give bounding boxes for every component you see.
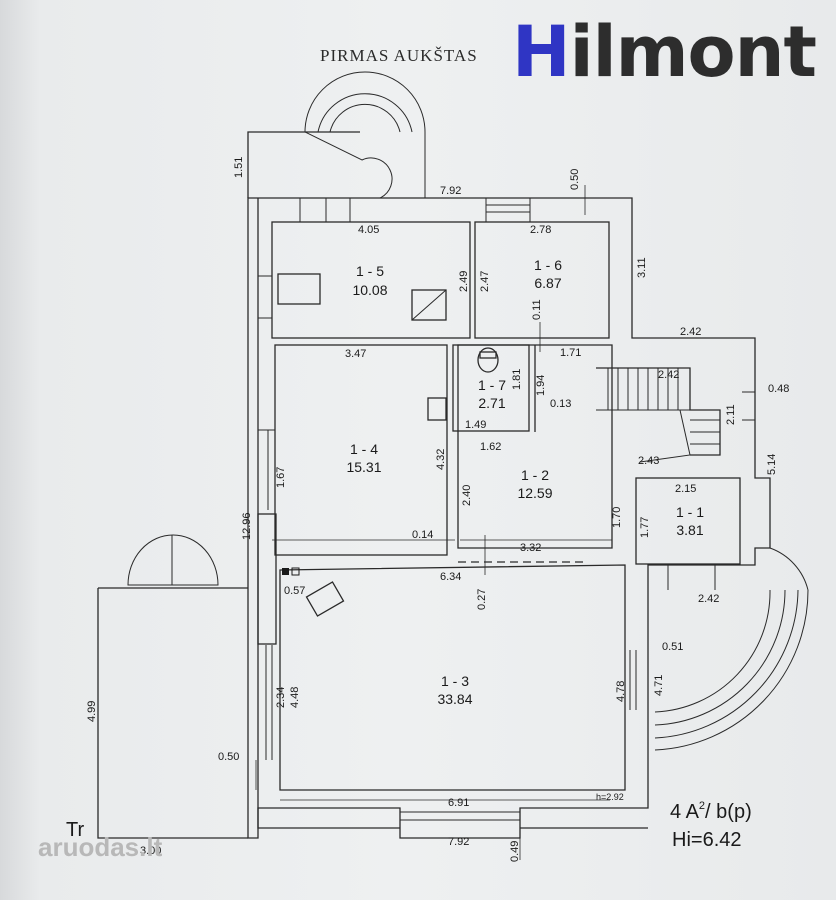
dimension: 4.71: [653, 675, 665, 696]
room-1-3-outline: [279, 564, 626, 791]
room-area: 10.08: [352, 282, 387, 298]
dimension: 0.14: [412, 529, 433, 541]
dimension: 2.49: [458, 271, 470, 292]
room-label: 1 - 7: [478, 377, 506, 393]
dimension: 5.14: [766, 454, 778, 475]
room-1-5-outline: [271, 221, 471, 339]
legend-line-2: Hi=6.42: [672, 829, 742, 851]
dimension: 3.11: [636, 257, 648, 278]
dimension: 2.42: [698, 593, 719, 605]
floor-title: PIRMAS AUKŠTAS: [320, 46, 478, 65]
dimension: 0.13: [550, 398, 571, 410]
dimension: 2.47: [479, 271, 491, 292]
room-area: 15.31: [346, 459, 381, 475]
dimension: 3.00: [140, 845, 161, 857]
dimension: 2.43: [638, 455, 659, 467]
outer-wall: [247, 197, 771, 839]
dimension: 6.91: [448, 797, 469, 809]
room-label: 1 - 2: [521, 467, 549, 483]
dimension: 2.78: [530, 224, 551, 236]
room-label: 1 - 5: [356, 263, 384, 279]
dimension: 7.92: [440, 185, 461, 197]
dimension: 1.67: [275, 467, 287, 488]
dimension: 4.32: [435, 449, 447, 470]
dimension: 0.50: [569, 169, 581, 190]
dimension: 1.71: [560, 347, 581, 359]
room-area: 33.84: [437, 691, 472, 707]
dimension: 2.42: [680, 326, 701, 338]
dimension: 1.49: [465, 419, 486, 431]
dimension: 1.94: [535, 375, 547, 396]
dimension: 1.81: [511, 369, 523, 390]
dimension: 2.11: [725, 404, 737, 425]
dimension: 0.51: [662, 641, 683, 653]
dimension: h=2.92: [596, 792, 624, 802]
dimension: 0.27: [476, 589, 488, 610]
dimension: 0.50: [218, 751, 239, 763]
dimension: 4.48: [289, 687, 301, 708]
dimension: 2.40: [461, 485, 473, 506]
dimension: 2.42: [658, 369, 679, 381]
room-label: 1 - 3: [441, 673, 469, 689]
dimension: 4.99: [86, 701, 98, 722]
dimension: 0.49: [509, 841, 521, 862]
dimension: 2.34: [275, 687, 287, 708]
room-1-6-outline: [474, 221, 610, 339]
dimension: 1.51: [233, 157, 245, 178]
dimension: 1.70: [611, 507, 623, 528]
room-label: 1 - 1: [676, 504, 704, 520]
room-1-2-outline: [457, 344, 613, 549]
dimension: 0.57: [284, 585, 305, 597]
aruodas-watermark: aruodas.lt: [38, 832, 163, 862]
legend-line-1: 4 A2/ b(p): [670, 800, 752, 823]
dimension: 3.47: [345, 348, 366, 360]
dimension: 0.48: [768, 383, 789, 395]
tr-label: Tr: [66, 819, 84, 841]
dimension: 2.15: [675, 483, 696, 495]
hilmont-logo: Hilmont: [512, 11, 817, 93]
dimension: 6.34: [440, 571, 461, 583]
dimension: 4.78: [615, 681, 627, 702]
room-area: 6.87: [534, 275, 561, 291]
dimension: 4.05: [358, 224, 379, 236]
dimension: 3.32: [520, 542, 541, 554]
room-1-1-outline: [635, 477, 741, 565]
room-1-4-outline: [274, 344, 448, 556]
dimension: 0.11: [531, 299, 543, 320]
room-area: 2.71: [478, 395, 505, 411]
dimension: 7.92: [448, 836, 469, 848]
dimension: 1.77: [639, 517, 651, 538]
room-area: 12.59: [517, 485, 552, 501]
room-label: 1 - 4: [350, 441, 378, 457]
dimension: 1.62: [480, 441, 501, 453]
room-label: 1 - 6: [534, 257, 562, 273]
room-area: 3.81: [676, 522, 703, 538]
dimension: 12.96: [241, 512, 253, 540]
